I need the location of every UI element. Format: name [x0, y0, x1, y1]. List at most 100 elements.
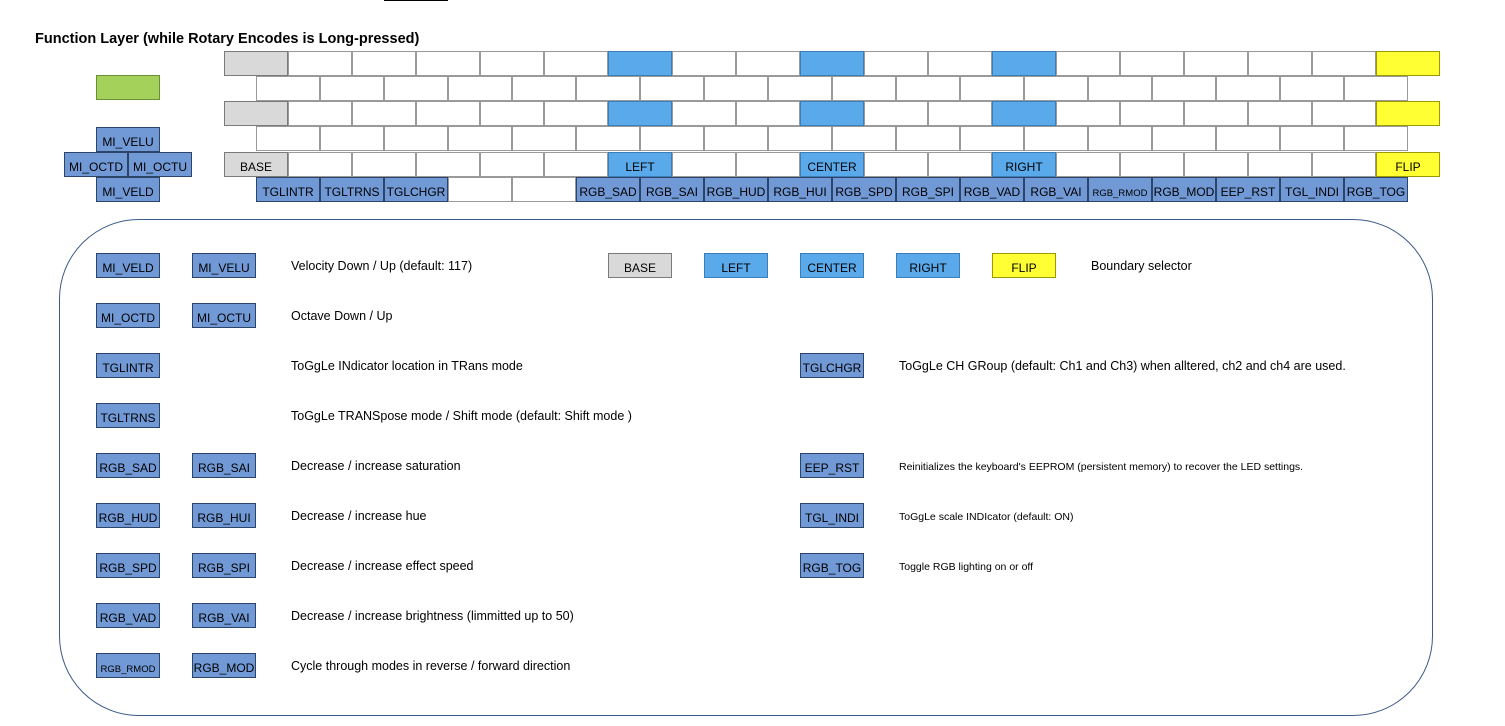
key-r2-c10[interactable]	[864, 101, 928, 126]
key-eep-rst[interactable]: EEP_RST	[1216, 177, 1280, 202]
key-r0-c1[interactable]	[288, 51, 352, 76]
key-r3-c5[interactable]	[576, 126, 640, 151]
key-r4-c10[interactable]	[864, 152, 928, 177]
key-r1-c1[interactable]	[320, 76, 384, 101]
encoder-key-mi-veld[interactable]: MI_VELD	[96, 177, 160, 202]
key-r3-c4[interactable]	[512, 126, 576, 151]
key-r0-c11[interactable]	[928, 51, 992, 76]
key-r0-c18[interactable]	[1376, 51, 1440, 76]
key-r3-c17[interactable]	[1344, 126, 1408, 151]
key-r4-c1[interactable]	[288, 152, 352, 177]
encoder-green-key[interactable]	[96, 75, 160, 100]
key-r2-c3[interactable]	[416, 101, 480, 126]
key-r1-c5[interactable]	[576, 76, 640, 101]
key-r0-c5[interactable]	[544, 51, 608, 76]
key-r1-c3[interactable]	[448, 76, 512, 101]
key-r0-c7[interactable]	[672, 51, 736, 76]
key-r4-c16[interactable]	[1248, 152, 1312, 177]
key-r1-c12[interactable]	[1024, 76, 1088, 101]
key-r3-c3[interactable]	[448, 126, 512, 151]
key-r4-c7[interactable]	[672, 152, 736, 177]
key-r2-c1[interactable]	[288, 101, 352, 126]
key-r4-c17[interactable]	[1312, 152, 1376, 177]
key-r2-c15[interactable]	[1184, 101, 1248, 126]
key-r5-c3[interactable]	[448, 177, 512, 202]
key-r3-c6[interactable]	[640, 126, 704, 151]
key-r3-c9[interactable]	[832, 126, 896, 151]
key-r0-c13[interactable]	[1056, 51, 1120, 76]
key-r2-c12[interactable]	[992, 101, 1056, 126]
key-r3-c10[interactable]	[896, 126, 960, 151]
key-r2-c7[interactable]	[672, 101, 736, 126]
key-r1-c15[interactable]	[1216, 76, 1280, 101]
key-r4-c3[interactable]	[416, 152, 480, 177]
key-r3-c13[interactable]	[1088, 126, 1152, 151]
key-tgl-indi[interactable]: TGL_INDI	[1280, 177, 1344, 202]
key-r3-c7[interactable]	[704, 126, 768, 151]
key-r3-c2[interactable]	[384, 126, 448, 151]
encoder-key-mi-velu[interactable]: MI_VELU	[96, 127, 160, 152]
key-tglintr[interactable]: TGLINTR	[256, 177, 320, 202]
key-rgb-sad[interactable]: RGB_SAD	[576, 177, 640, 202]
key-center[interactable]: CENTER	[800, 152, 864, 177]
key-r2-c0[interactable]	[224, 101, 288, 126]
key-r1-c17[interactable]	[1344, 76, 1408, 101]
key-rgb-spi[interactable]: RGB_SPI	[896, 177, 960, 202]
key-r1-c10[interactable]	[896, 76, 960, 101]
encoder-key-mi-octu[interactable]: MI_OCTU	[128, 152, 192, 177]
key-r1-c7[interactable]	[704, 76, 768, 101]
key-r2-c9[interactable]	[800, 101, 864, 126]
key-rgb-mod[interactable]: RGB_MOD	[1152, 177, 1216, 202]
key-r2-c2[interactable]	[352, 101, 416, 126]
key-r2-c4[interactable]	[480, 101, 544, 126]
key-r0-c14[interactable]	[1120, 51, 1184, 76]
key-r2-c14[interactable]	[1120, 101, 1184, 126]
key-r0-c9[interactable]	[800, 51, 864, 76]
key-r1-c6[interactable]	[640, 76, 704, 101]
key-right[interactable]: RIGHT	[992, 152, 1056, 177]
key-r1-c16[interactable]	[1280, 76, 1344, 101]
key-r1-c2[interactable]	[384, 76, 448, 101]
key-flip[interactable]: FLIP	[1376, 152, 1440, 177]
key-r1-c0[interactable]	[256, 76, 320, 101]
key-rgb-sai[interactable]: RGB_SAI	[640, 177, 704, 202]
key-r0-c6[interactable]	[608, 51, 672, 76]
key-r0-c8[interactable]	[736, 51, 800, 76]
key-r2-c13[interactable]	[1056, 101, 1120, 126]
key-r3-c11[interactable]	[960, 126, 1024, 151]
key-r4-c14[interactable]	[1120, 152, 1184, 177]
key-r3-c8[interactable]	[768, 126, 832, 151]
key-r2-c5[interactable]	[544, 101, 608, 126]
key-r1-c13[interactable]	[1088, 76, 1152, 101]
key-r1-c4[interactable]	[512, 76, 576, 101]
key-r1-c11[interactable]	[960, 76, 1024, 101]
key-r0-c3[interactable]	[416, 51, 480, 76]
key-base[interactable]: BASE	[224, 152, 288, 177]
key-r3-c15[interactable]	[1216, 126, 1280, 151]
key-tgltrns[interactable]: TGLTRNS	[320, 177, 384, 202]
key-r3-c0[interactable]	[256, 126, 320, 151]
key-r2-c17[interactable]	[1312, 101, 1376, 126]
key-rgb-rmod[interactable]: RGB_RMOD	[1088, 177, 1152, 202]
key-rgb-vai[interactable]: RGB_VAI	[1024, 177, 1088, 202]
key-r5-c4[interactable]	[512, 177, 576, 202]
key-r0-c4[interactable]	[480, 51, 544, 76]
key-r2-c18[interactable]	[1376, 101, 1440, 126]
key-r2-c8[interactable]	[736, 101, 800, 126]
key-r0-c10[interactable]	[864, 51, 928, 76]
key-r4-c15[interactable]	[1184, 152, 1248, 177]
key-r1-c9[interactable]	[832, 76, 896, 101]
key-r4-c11[interactable]	[928, 152, 992, 177]
key-r2-c16[interactable]	[1248, 101, 1312, 126]
encoder-key-mi-octd[interactable]: MI_OCTD	[64, 152, 128, 177]
key-tglchgr[interactable]: TGLCHGR	[384, 177, 448, 202]
key-r1-c14[interactable]	[1152, 76, 1216, 101]
key-rgb-hui[interactable]: RGB_HUI	[768, 177, 832, 202]
key-rgb-spd[interactable]: RGB_SPD	[832, 177, 896, 202]
key-r3-c16[interactable]	[1280, 126, 1344, 151]
key-r4-c8[interactable]	[736, 152, 800, 177]
key-r4-c2[interactable]	[352, 152, 416, 177]
key-r3-c1[interactable]	[320, 126, 384, 151]
key-r3-c12[interactable]	[1024, 126, 1088, 151]
key-r0-c2[interactable]	[352, 51, 416, 76]
